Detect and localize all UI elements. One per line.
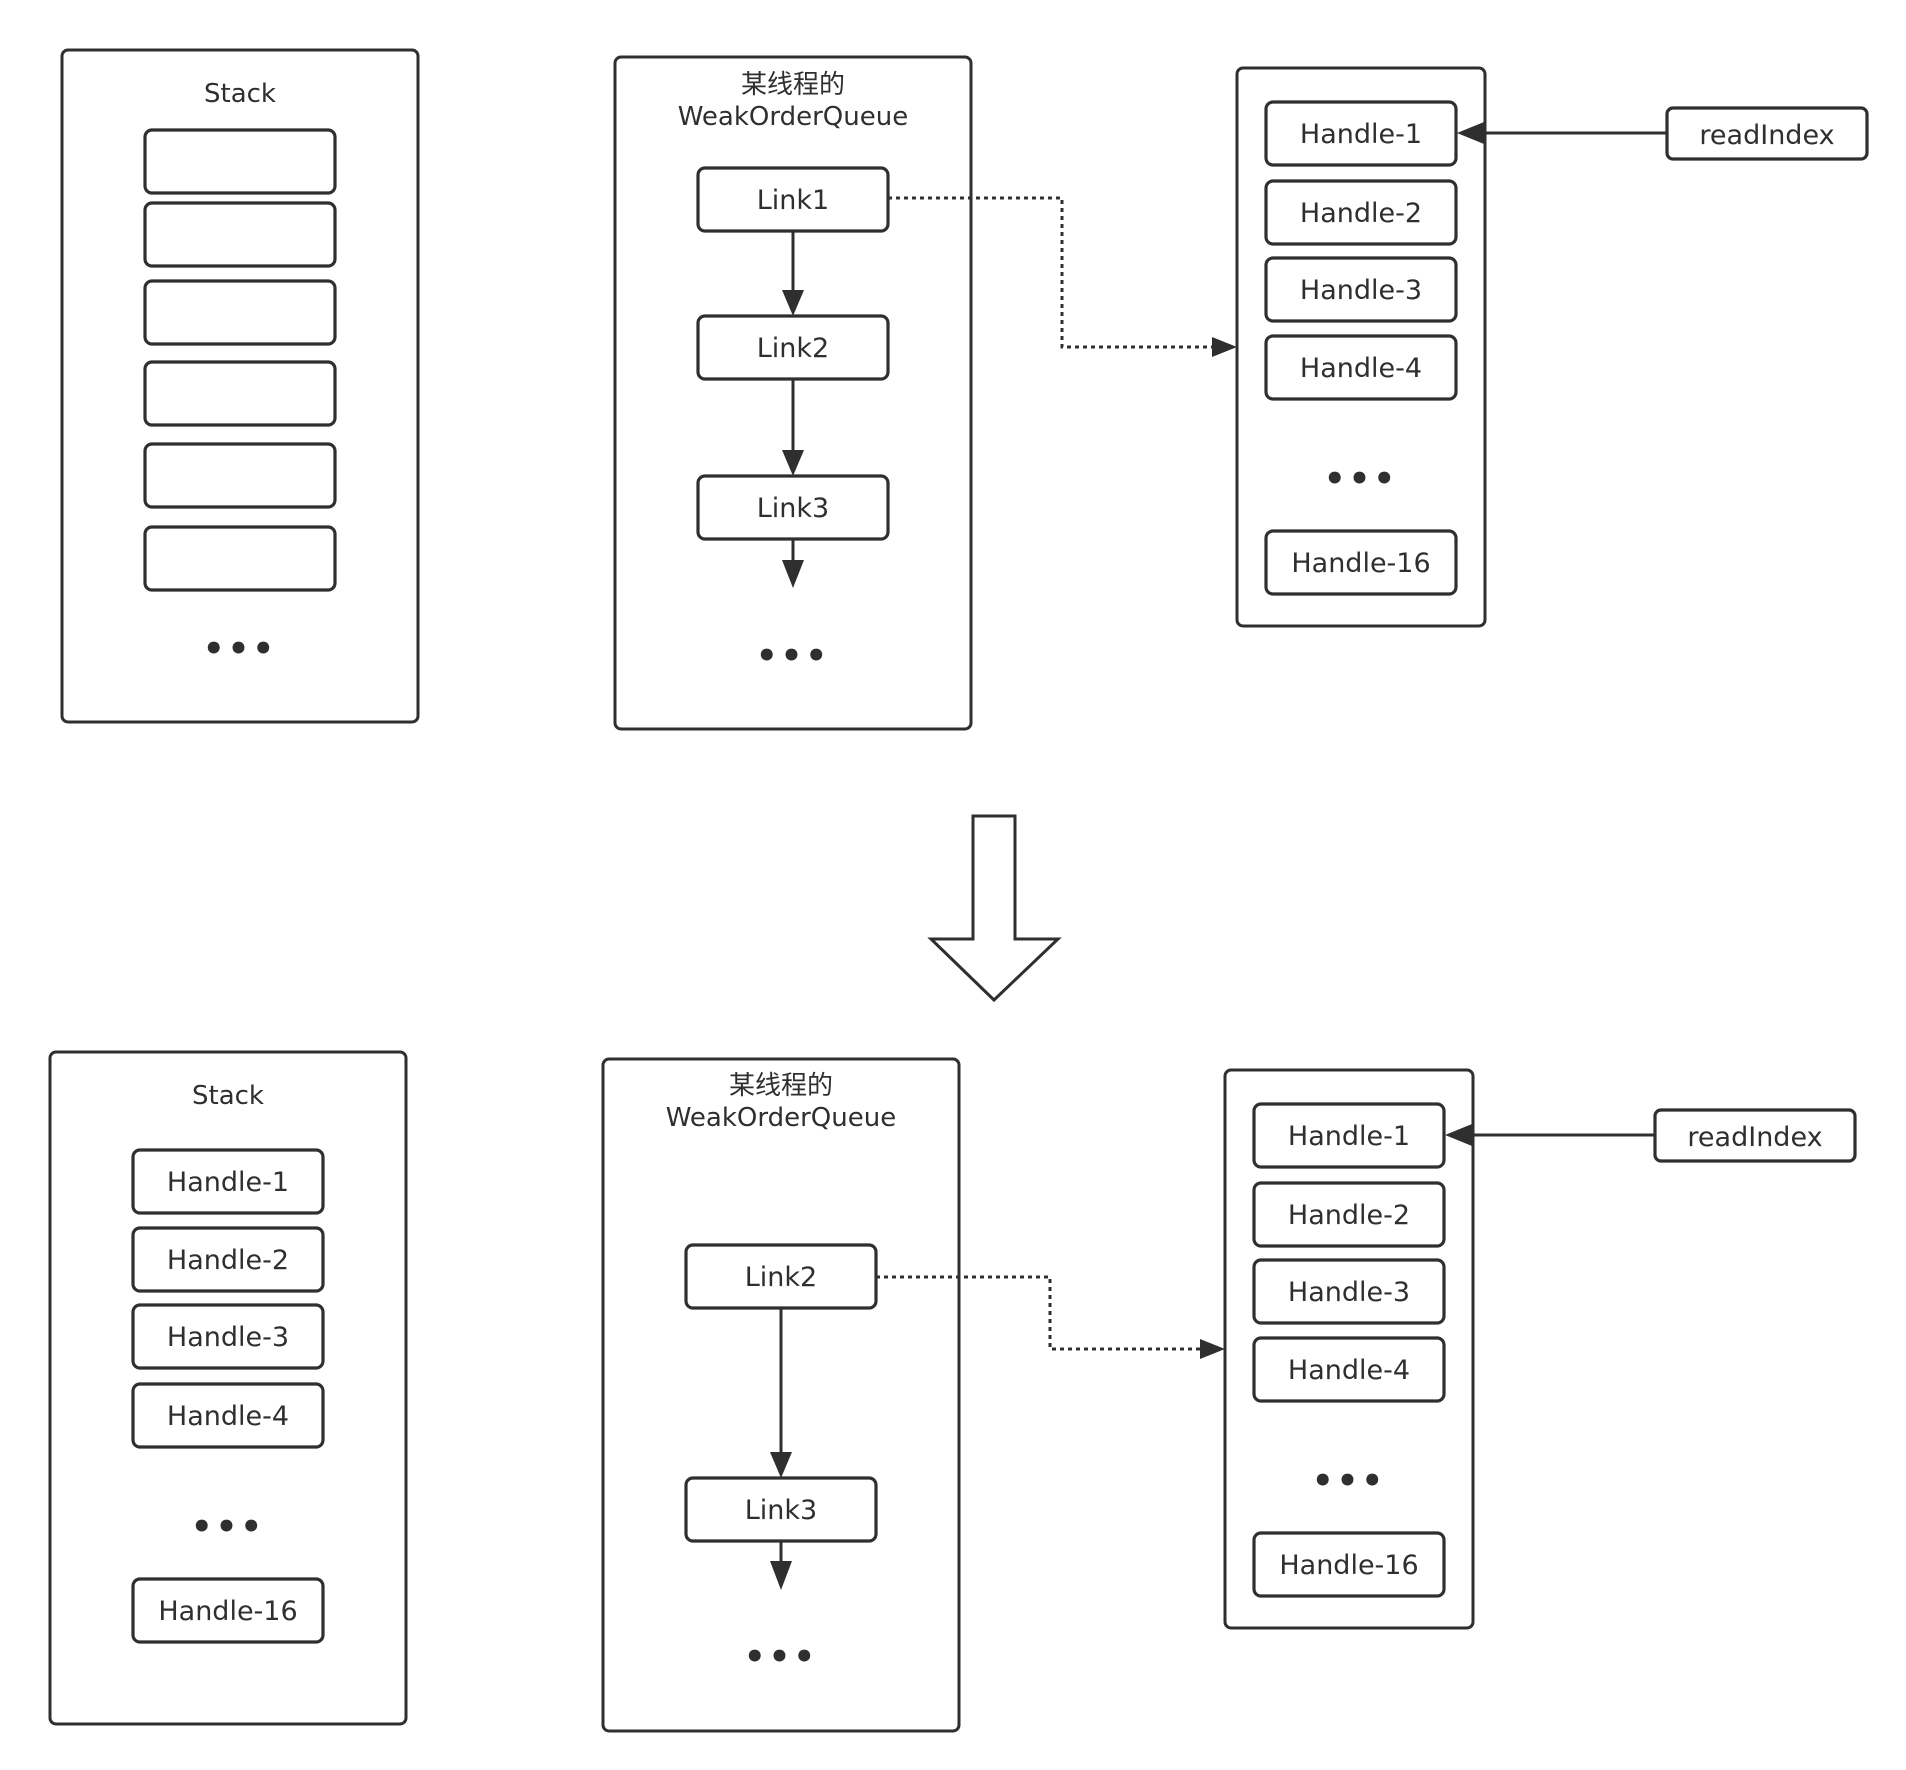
top-link1-to-handles-dashed-arrow — [888, 196, 1212, 349]
bottom-stack-item — [131, 1382, 325, 1449]
bottom-link2-to-link3-arrowhead — [770, 1452, 792, 1478]
bottom-queue: 某线程的 WeakOrderQueue Link2 Link3 ••• — [601, 1057, 961, 1733]
top-link3-label: Link3 — [757, 493, 829, 524]
top-stack-slot — [143, 360, 337, 427]
bottom-stack-item — [131, 1226, 325, 1293]
transition-down-arrow-icon — [927, 814, 1062, 1003]
top-handle-label-last: Handle-16 — [1291, 548, 1430, 579]
top-state: Stack ••• 某线程的 WeakOrderQueue Link1 Link… — [60, 48, 1869, 731]
bottom-handle-item — [1252, 1258, 1446, 1325]
bottom-stack-ellipsis: ••• — [191, 1507, 265, 1547]
bottom-handles: Handle-1 Handle-2 Handle-3 Handle-4 ••• … — [1223, 1068, 1475, 1630]
bottom-link2-label: Link2 — [745, 1262, 817, 1293]
top-link2-label: Link2 — [757, 333, 829, 364]
top-handle-item — [1264, 179, 1458, 246]
bottom-link3-label: Link3 — [745, 1495, 817, 1526]
bottom-read-index-arrowhead — [1445, 1124, 1472, 1146]
top-handle-item — [1264, 256, 1458, 323]
top-stack-slot — [143, 279, 337, 346]
top-link3-next-arrowhead — [782, 560, 804, 588]
top-handle-label: Handle-4 — [1300, 353, 1422, 384]
top-stack: Stack ••• — [60, 48, 420, 724]
bottom-handle-label: Handle-3 — [1288, 1277, 1410, 1308]
top-stack-slot — [143, 525, 337, 592]
bottom-handles-ellipsis: ••• — [1312, 1461, 1386, 1501]
bottom-stack-item — [131, 1303, 325, 1370]
top-queue-ellipsis: ••• — [756, 636, 830, 676]
bottom-queue-title-line1: 某线程的 — [729, 1071, 833, 1101]
top-queue: 某线程的 WeakOrderQueue Link1 Link2 Link3 ••… — [613, 55, 973, 731]
bottom-handle-item-last — [1252, 1531, 1446, 1598]
bottom-stack-item-label: Handle-4 — [167, 1401, 289, 1432]
top-handle-item — [1264, 100, 1458, 167]
bottom-stack-item-label: Handle-3 — [167, 1322, 289, 1353]
top-stack-title: Stack — [204, 79, 276, 109]
bottom-handle-label: Handle-2 — [1288, 1200, 1410, 1231]
top-handle-item — [1264, 334, 1458, 401]
bottom-handle-label-last: Handle-16 — [1279, 1550, 1418, 1581]
top-read-index-arrowhead — [1457, 122, 1484, 144]
bottom-queue-ellipsis: ••• — [744, 1637, 818, 1677]
top-handles: Handle-1 Handle-2 Handle-3 Handle-4 ••• … — [1235, 66, 1487, 628]
bottom-handle-item — [1252, 1181, 1446, 1248]
top-link2-to-link3-arrowhead — [782, 450, 804, 476]
top-handle-label: Handle-2 — [1300, 198, 1422, 229]
top-handle-item-last — [1264, 529, 1458, 596]
top-queue-title-line2: WeakOrderQueue — [678, 102, 908, 132]
top-link1-to-handles-arrowhead — [1212, 337, 1237, 357]
bottom-link2-to-handles-arrowhead — [1200, 1339, 1225, 1359]
bottom-stack-item-last — [131, 1577, 325, 1644]
bottom-stack-item-label: Handle-1 — [167, 1167, 289, 1198]
bottom-read-index-label: readIndex — [1687, 1122, 1822, 1153]
bottom-handle-label: Handle-1 — [1288, 1121, 1410, 1152]
bottom-handle-item — [1252, 1102, 1446, 1169]
top-handles-ellipsis: ••• — [1324, 459, 1398, 499]
top-handle-label: Handle-3 — [1300, 275, 1422, 306]
bottom-handle-item — [1252, 1336, 1446, 1403]
top-stack-ellipsis: ••• — [203, 629, 277, 669]
bottom-handle-label: Handle-4 — [1288, 1355, 1410, 1386]
top-read-index-label: readIndex — [1699, 120, 1834, 151]
top-link1-to-link2-arrowhead — [782, 290, 804, 316]
bottom-stack-item — [131, 1148, 325, 1215]
top-link1-label: Link1 — [757, 185, 829, 216]
bottom-stack-title: Stack — [192, 1081, 264, 1111]
top-handle-label: Handle-1 — [1300, 119, 1422, 150]
bottom-state: Stack Handle-1 Handle-2 Handle-3 Handle-… — [48, 1050, 1857, 1733]
bottom-stack: Stack Handle-1 Handle-2 Handle-3 Handle-… — [48, 1050, 408, 1726]
bottom-stack-item-label: Handle-2 — [167, 1245, 289, 1276]
top-stack-slot — [143, 442, 337, 509]
bottom-queue-title-line2: WeakOrderQueue — [666, 1103, 896, 1133]
top-queue-title-line1: 某线程的 — [741, 70, 845, 100]
bottom-stack-item-label-last: Handle-16 — [158, 1596, 297, 1627]
top-stack-slot — [143, 128, 337, 195]
top-stack-slot — [143, 201, 337, 268]
bottom-link2-to-handles-dashed-arrow — [876, 1275, 1200, 1351]
bottom-link3-next-arrowhead — [770, 1561, 792, 1590]
